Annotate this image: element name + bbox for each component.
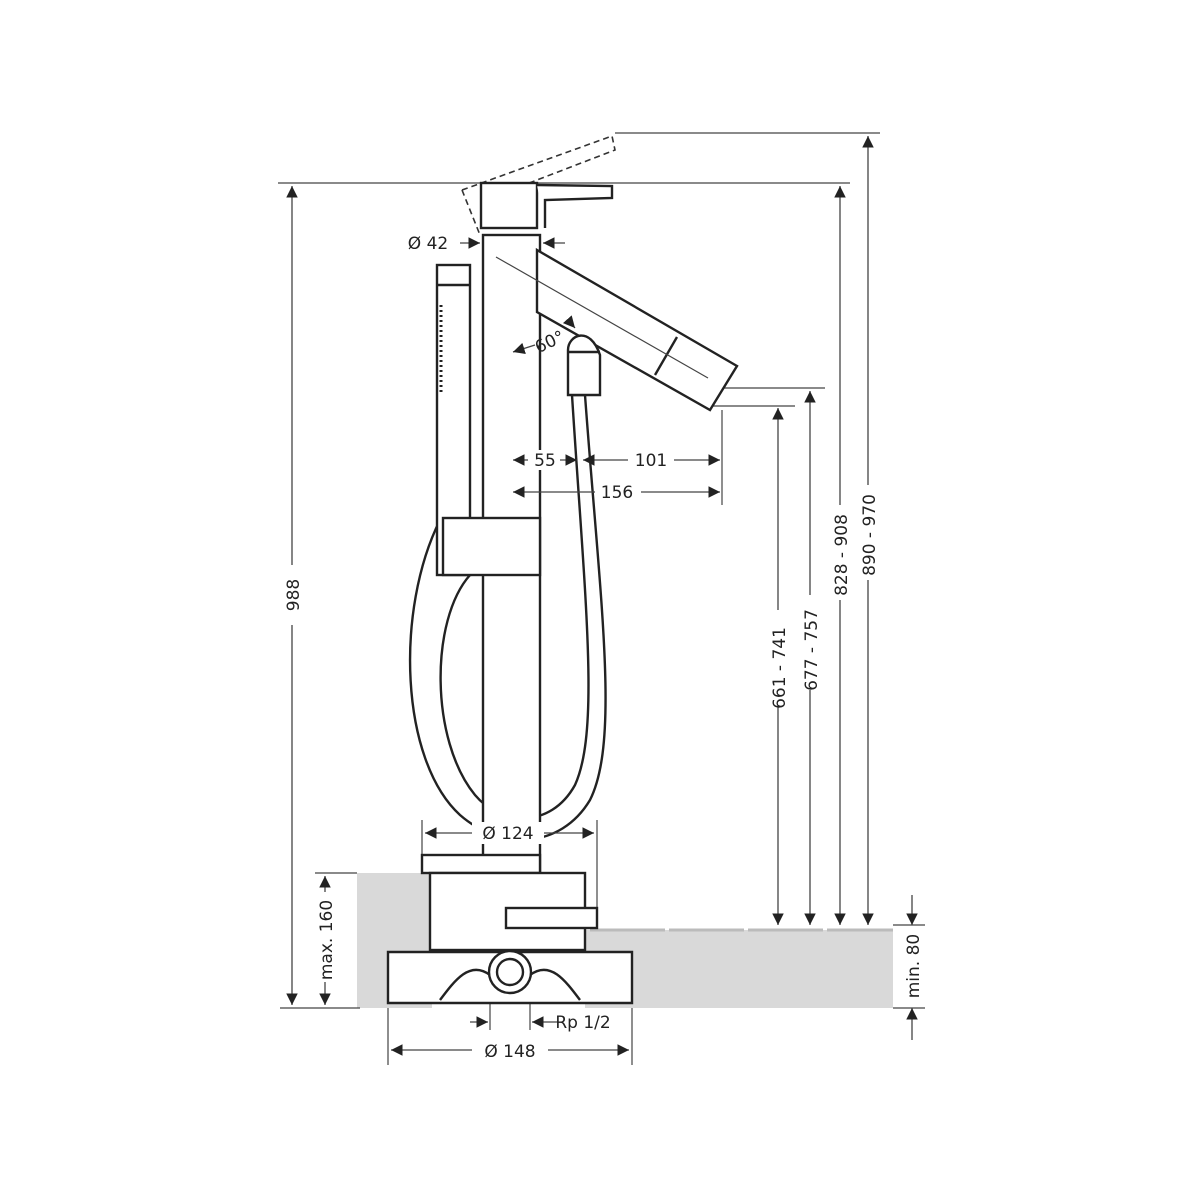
label-total-height: 988 — [284, 579, 304, 611]
label-floor-depth: min. 80 — [904, 934, 924, 999]
label-offset-101: 101 — [635, 451, 667, 471]
label-height-c: 828 - 908 — [832, 514, 852, 596]
floor-section — [357, 873, 893, 1008]
label-projection: 156 — [601, 483, 633, 503]
label-height-d: 890 - 970 — [860, 494, 880, 576]
label-spout-diameter: Ø 42 — [408, 234, 448, 254]
label-outlet-height-a: 661 - 741 — [770, 627, 790, 709]
label-base-height: max. 160 — [317, 900, 337, 980]
label-connection: Rp 1/2 — [555, 1013, 610, 1033]
mixer-fixture — [386, 134, 739, 1005]
extension-lines — [278, 132, 925, 1065]
label-outlet-height-b: 677 - 757 — [802, 609, 822, 691]
label-offset-55: 55 — [534, 451, 556, 471]
dimension-labels: 988 max. 160 661 - 741 677 - 757 828 - 9… — [282, 234, 924, 1062]
label-base-diameter: Ø 148 — [484, 1042, 535, 1062]
label-body-diameter: Ø 124 — [482, 824, 533, 844]
